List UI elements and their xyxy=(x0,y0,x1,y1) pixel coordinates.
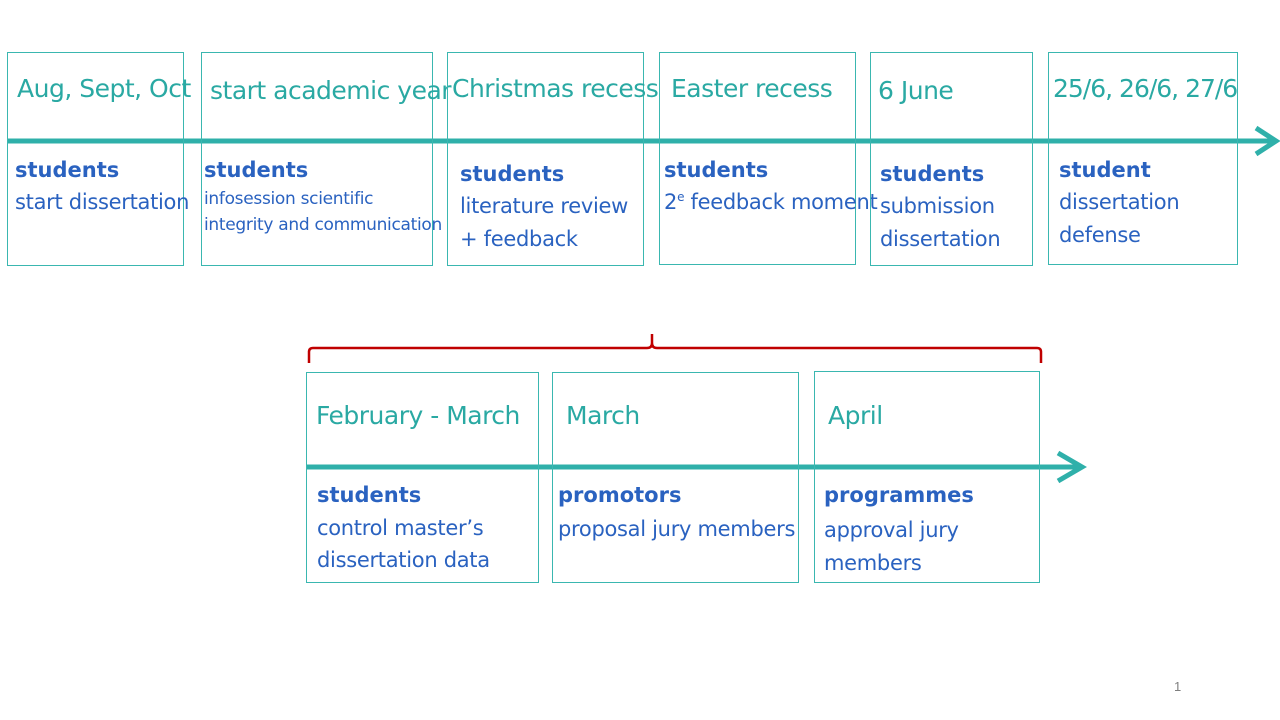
ordinal-rest: feedback moment xyxy=(684,190,878,214)
ordinal-suffix: e xyxy=(677,190,685,204)
timeline-box-5 xyxy=(870,52,1033,266)
timeline-date-1: Aug, Sept, Oct xyxy=(17,74,191,103)
timeline-desc-5-line-1: submission xyxy=(880,194,995,218)
timeline-role-4: students xyxy=(664,158,769,182)
red-bracket xyxy=(307,334,1043,363)
timeline-desc-1-line-1: start dissertation xyxy=(15,190,190,214)
timeline-desc-6-line-2: defense xyxy=(1059,223,1141,247)
sub-timeline-date-3: April xyxy=(828,401,883,430)
timeline-box-2 xyxy=(201,52,433,266)
timeline-date-6: 25/6, 26/6, 27/6 xyxy=(1053,74,1238,103)
timeline-role-6: student xyxy=(1059,158,1151,182)
timeline-box-3 xyxy=(447,52,644,266)
sub-timeline-desc-2-line-1: proposal jury members xyxy=(558,517,796,541)
bottom-timeline-arrowhead xyxy=(1056,450,1087,484)
timeline-desc-3-line-1: literature review xyxy=(460,194,628,218)
timeline-box-4 xyxy=(659,52,856,265)
ordinal-number: 2 xyxy=(664,190,678,214)
sub-timeline-role-2: promotors xyxy=(558,483,682,507)
timeline-role-2: students xyxy=(204,158,309,182)
timeline-date-2: start academic year xyxy=(210,76,452,105)
sub-timeline-date-2: March xyxy=(566,401,640,430)
sub-timeline-desc-3-line-1: approval jury xyxy=(824,518,959,542)
timeline-date-4: Easter recess xyxy=(671,74,833,103)
sub-timeline-role-3: programmes xyxy=(824,483,974,507)
sub-timeline-desc-3-line-2: members xyxy=(824,551,922,575)
sub-timeline-box-3 xyxy=(814,371,1040,583)
sub-timeline-date-1: February - March xyxy=(316,401,520,430)
timeline-desc-3-line-2: + feedback xyxy=(460,227,578,251)
timeline-role-3: students xyxy=(460,162,565,186)
timeline-date-5: 6 June xyxy=(878,76,954,105)
sub-timeline-desc-1-line-1: control master’s xyxy=(317,516,484,540)
top-timeline-arrowhead xyxy=(1254,125,1280,157)
timeline-box-1 xyxy=(7,52,184,266)
timeline-desc-6-line-1: dissertation xyxy=(1059,190,1180,214)
timeline-desc-4-line-1: 2e feedback moment xyxy=(664,190,878,214)
sub-timeline-desc-1-line-2: dissertation data xyxy=(317,548,490,572)
page-number: 1 xyxy=(1174,679,1182,694)
timeline-date-3: Christmas recess xyxy=(452,74,659,103)
timeline-desc-2-line-2: integrity and communication xyxy=(204,215,443,235)
timeline-box-6 xyxy=(1048,52,1238,265)
timeline-role-5: students xyxy=(880,162,985,186)
timeline-desc-5-line-2: dissertation xyxy=(880,227,1001,251)
sub-timeline-box-2 xyxy=(552,372,799,583)
timeline-role-1: students xyxy=(15,158,120,182)
sub-timeline-box-1 xyxy=(306,372,539,583)
timeline-desc-2-line-1: infosession scientific xyxy=(204,189,374,209)
sub-timeline-role-1: students xyxy=(317,483,422,507)
